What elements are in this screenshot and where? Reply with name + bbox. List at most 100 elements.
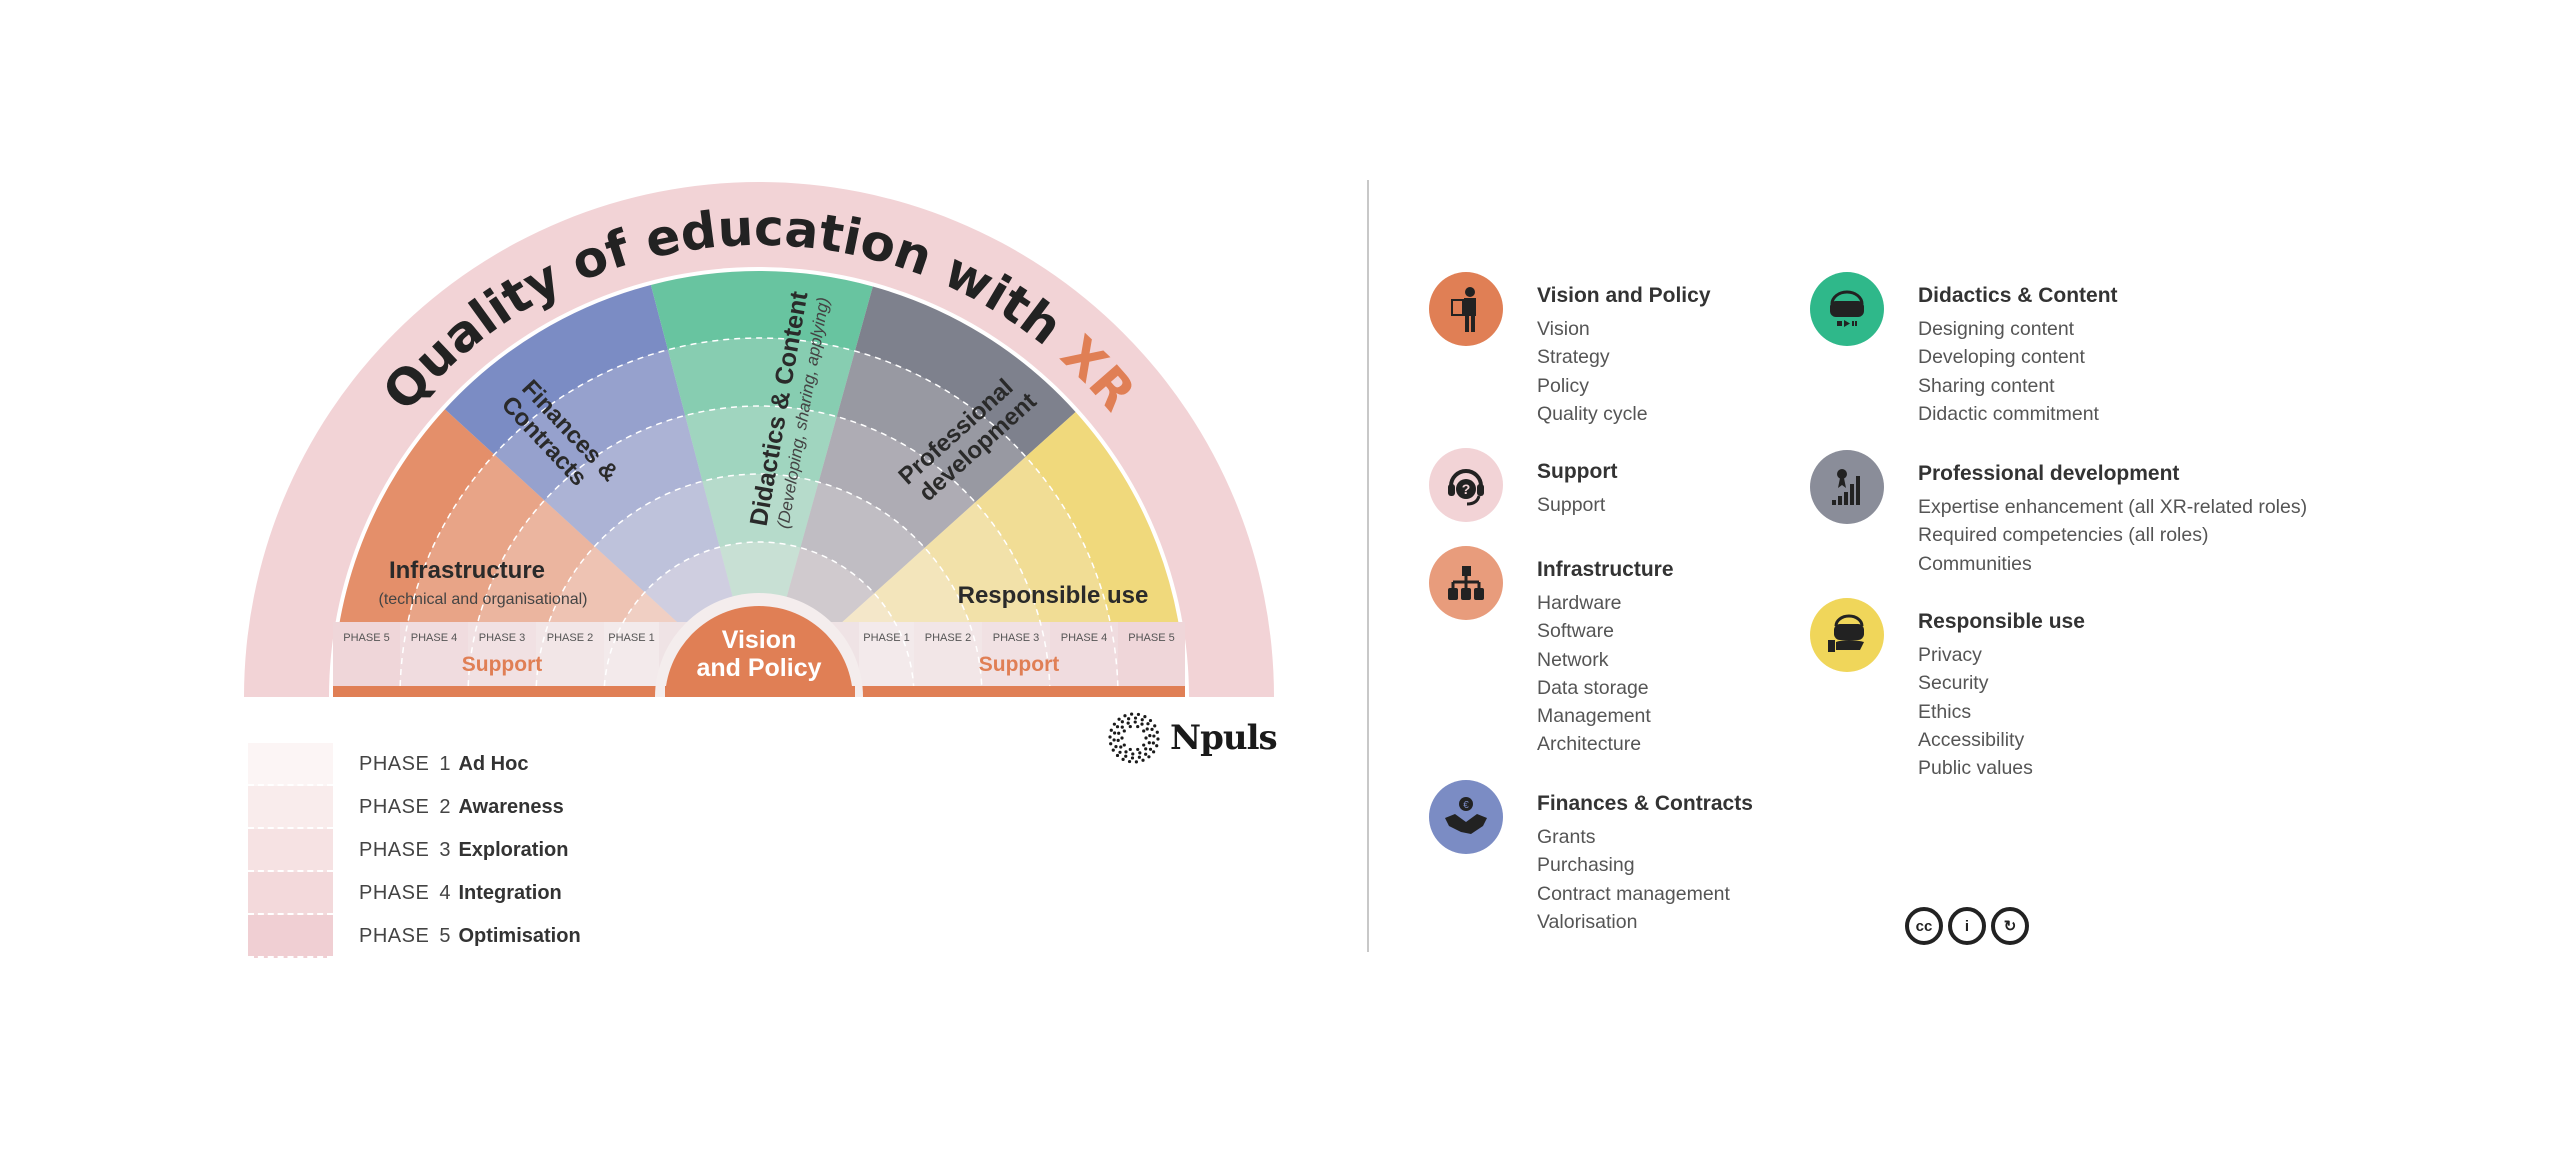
legend-row-phase-3: PHASE 3 Exploration [248, 829, 948, 872]
category-item: Required competencies (all roles) [1918, 524, 2209, 547]
legend-number: 4 [439, 882, 451, 904]
legend-number: 3 [439, 839, 451, 861]
handshake-euro-icon: € [1429, 780, 1503, 854]
vertical-divider [1367, 180, 1369, 952]
band-phase-label-right: PHASE 1 [863, 632, 909, 644]
legend-number: 5 [439, 925, 451, 947]
band-column-left [536, 622, 604, 686]
legend-row-phase-4: PHASE 4 Integration [248, 872, 948, 915]
attribution-icon: i [1948, 907, 1986, 945]
phase-ring [467, 405, 1051, 686]
band-phase-label-left: PHASE 3 [479, 632, 525, 644]
band-column-right [914, 622, 982, 686]
legend-swatch [248, 829, 333, 872]
vr-headset-play-icon [1810, 272, 1884, 346]
category-item: Privacy [1918, 644, 1982, 666]
category-item: Public values [1918, 757, 2033, 780]
category-item: Grants [1537, 826, 1596, 848]
sector-didactics-phase-3 [685, 406, 837, 483]
band-column-left [400, 622, 468, 686]
legend-row-phase-1: PHASE 1 Ad Hoc [248, 743, 948, 786]
band-column-right [982, 622, 1050, 686]
category-title: Didactics & Content [1918, 284, 2118, 307]
category-item: Data storage [1537, 676, 1649, 699]
legend-number: 1 [439, 753, 451, 775]
category-item: Strategy [1537, 346, 1610, 369]
sector-didactics-phase-4 [667, 338, 855, 417]
legend-swatch [248, 872, 333, 915]
category-item: Purchasing [1537, 854, 1635, 877]
legend-phase: PHASE [359, 753, 430, 775]
sector-label-responsible: Responsible use [958, 582, 1149, 609]
band-phase-label-left: PHASE 5 [343, 632, 389, 644]
quality-rainbow-diagram: Quality of education with XR Vision and … [244, 182, 1274, 720]
sector-label-infrastructure: Infrastructure [389, 557, 545, 584]
band-phase-label-right: PHASE 5 [1128, 632, 1174, 644]
band-column-right [1118, 622, 1185, 686]
band-column-left [333, 622, 400, 686]
band-phase-label-left: PHASE 4 [411, 632, 457, 644]
category-item: Expertise enhancement (all XR-related ro… [1918, 496, 2308, 518]
svg-text:€: € [1463, 800, 1469, 811]
network-hierarchy-icon [1429, 546, 1503, 620]
legend-name: Exploration [458, 839, 569, 861]
band-column-left [604, 622, 659, 686]
category-item: Contract management [1537, 882, 1730, 905]
legend-name: Integration [458, 882, 562, 904]
support-label-left: Support [462, 653, 542, 676]
legend-swatch [248, 915, 333, 958]
legend-phase: PHASE [359, 796, 430, 818]
cc-by-sa-license: cc i ↻ [1905, 907, 2029, 945]
legend-row-phase-5: PHASE 5 Optimisation [248, 915, 948, 958]
vision-label-line1: Vision [722, 626, 797, 654]
legend-number: 2 [439, 796, 451, 818]
category-items: Expertise enhancement (all XR-related ro… [1918, 493, 2307, 578]
award-bar-chart-icon [1810, 450, 1884, 524]
phase-ring [399, 337, 1119, 686]
category-title: Professional development [1918, 462, 2180, 485]
category-title: Infrastructure [1537, 558, 1674, 581]
base-bar-center [665, 686, 855, 697]
share-alike-icon: ↻ [1991, 907, 2029, 945]
sector-didactics-phase-2 [702, 473, 819, 548]
legend-phase: PHASE [359, 839, 430, 861]
category-title: Support [1537, 460, 1618, 483]
svg-text:?: ? [1462, 481, 1471, 497]
npuls-dots-icon [1108, 712, 1160, 764]
category-item: Architecture [1537, 733, 1642, 756]
category-item: Software [1537, 620, 1614, 643]
category-item: Security [1918, 672, 1989, 695]
band-column-left [468, 622, 536, 686]
support-label-right: Support [979, 653, 1059, 676]
category-item: Developing content [1918, 346, 2085, 369]
legend-swatch [248, 743, 333, 786]
category-item: Didactic commitment [1918, 402, 2099, 425]
sector-finances-phase-3 [544, 415, 703, 547]
band-phase-label-right: PHASE 3 [993, 632, 1039, 644]
sector-finances-phase-4 [494, 349, 686, 501]
phase-ring [603, 541, 915, 686]
cc-icon: cc [1905, 907, 1943, 945]
category-item: Hardware [1537, 592, 1622, 614]
person-clipboard-icon [1429, 272, 1503, 346]
legend-name: Optimisation [458, 925, 581, 947]
category-item: Communities [1918, 552, 2032, 575]
category-item: Network [1537, 648, 1609, 671]
sector-professional-phase-3 [818, 416, 976, 548]
category-item: Designing content [1918, 318, 2075, 340]
category-title: Responsible use [1918, 610, 2085, 633]
vision-label-line2: and Policy [696, 654, 821, 682]
category-item: Accessibility [1918, 728, 2025, 751]
band-column-right [859, 622, 914, 686]
category-items: Support [1537, 491, 1605, 519]
legend-name: Ad Hoc [458, 753, 529, 775]
category-item: Management [1537, 705, 1651, 728]
category-item: Quality cycle [1537, 402, 1648, 425]
logo-text: Npuls [1170, 718, 1278, 758]
category-item: Ethics [1918, 700, 1972, 723]
